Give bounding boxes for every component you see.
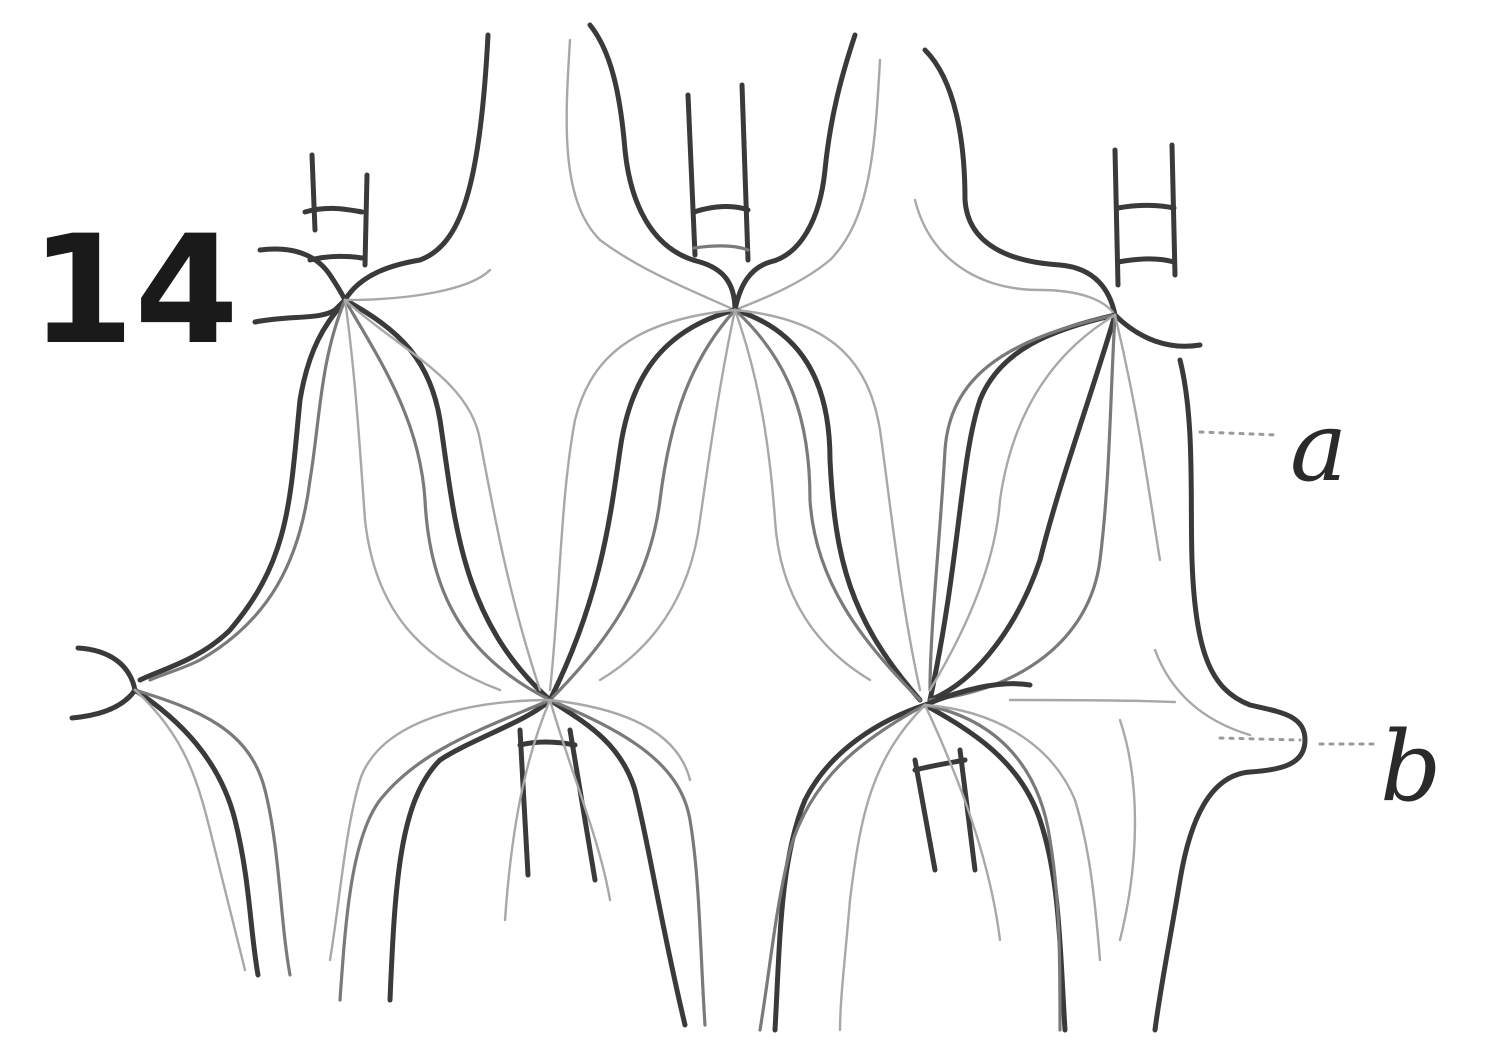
label-b: b (1380, 711, 1441, 823)
node-top-middle (550, 25, 920, 700)
label-b-group: b (1220, 711, 1441, 823)
label-a-group: a (1200, 391, 1347, 503)
figure-number: 14 (30, 204, 239, 378)
node-bottom-right (760, 684, 1175, 1030)
node-left (72, 648, 290, 975)
node-bottom-middle (330, 700, 705, 1025)
node-top-right (915, 50, 1305, 1030)
label-a-pointer (1200, 432, 1278, 435)
label-a: a (1290, 391, 1347, 503)
label-b-pointer (1220, 738, 1378, 744)
